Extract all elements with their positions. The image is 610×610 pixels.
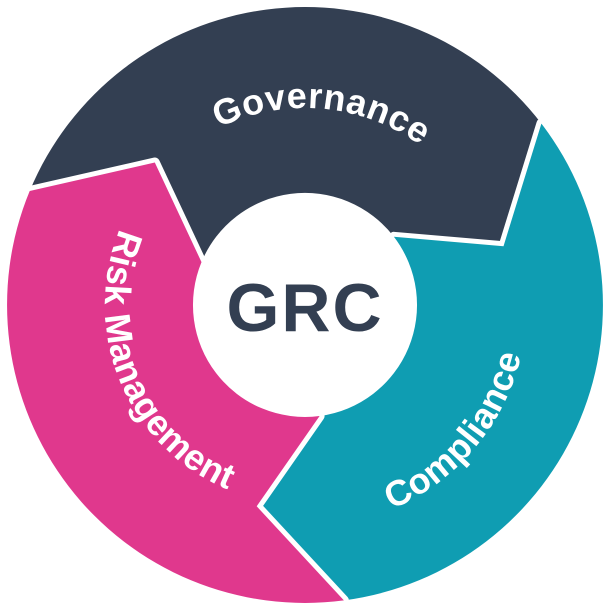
segment-compliance bbox=[251, 118, 608, 606]
segment-risk-management bbox=[2, 157, 349, 608]
segment-governance bbox=[24, 2, 547, 268]
center-label: GRC bbox=[226, 270, 383, 346]
